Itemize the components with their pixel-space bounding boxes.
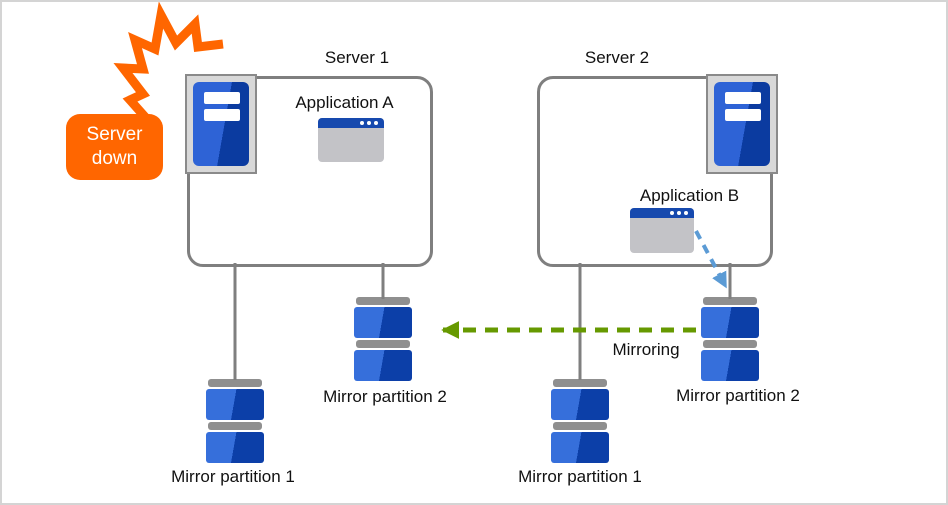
application-window-icon	[318, 118, 384, 162]
server-tower-body	[193, 82, 249, 166]
server2-mirror-partition2-label: Mirror partition 2	[676, 386, 800, 405]
server-drive-bay	[204, 109, 240, 121]
mirror-partition-disk-icon	[354, 297, 412, 381]
server-tower-body	[714, 82, 770, 166]
window-buttons-icon	[670, 211, 688, 215]
application-b-label: Application B	[639, 186, 740, 205]
server2-title: Server 2	[584, 48, 650, 67]
server-down-badge: Server down	[66, 114, 163, 180]
mirror-partition-disk-icon	[206, 379, 264, 463]
server-drive-bay	[204, 92, 240, 104]
mirroring-label: Mirroring	[612, 340, 680, 359]
server1-mirror-partition2-label: Mirror partition 2	[323, 387, 447, 406]
server-drive-bay	[725, 109, 761, 121]
application-window-icon	[630, 208, 694, 253]
server1-title: Server 1	[324, 48, 390, 67]
mirror-partition-disk-icon	[551, 379, 609, 463]
mirror-partition-disk-icon	[701, 297, 759, 381]
server-tower-icon	[185, 74, 257, 174]
server-drive-bay	[725, 92, 761, 104]
server2-mirror-partition1-label: Mirror partition 1	[518, 467, 642, 486]
server1-mirror-partition1-label: Mirror partition 1	[171, 467, 295, 486]
window-titlebar	[630, 208, 694, 218]
application-a-label: Application A	[295, 93, 394, 112]
window-titlebar	[318, 118, 384, 128]
server-tower-icon	[706, 74, 778, 174]
window-buttons-icon	[360, 121, 378, 125]
